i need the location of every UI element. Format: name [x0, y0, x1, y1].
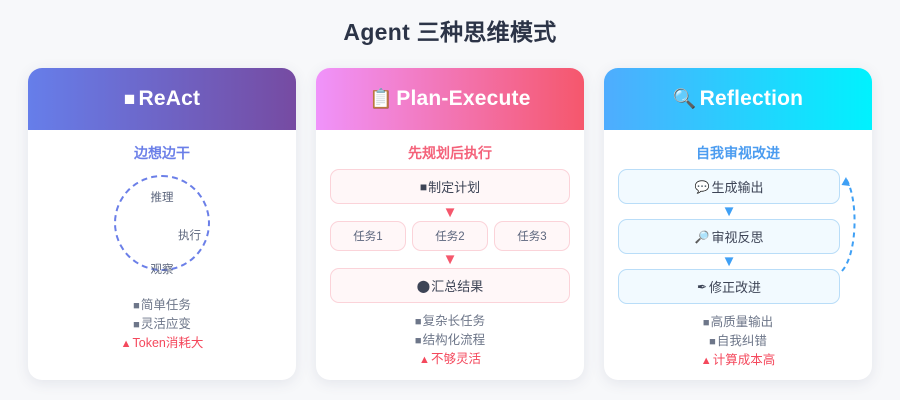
warning-triangle-icon: ▲ — [120, 338, 132, 350]
bullet-text: 复杂长任务 — [422, 314, 486, 328]
check-square-icon: ■ — [709, 336, 716, 348]
task-box: 任务1 — [330, 221, 406, 251]
list-item: ▲不够灵活 — [330, 350, 570, 369]
card-react-subtitle: 边想边干 — [134, 145, 190, 161]
check-square-icon: ■ — [702, 317, 710, 329]
card-reflection-body: 自我审视改进 💬生成输出 ▼ 🔎审视反思 ▼ ✒修正改进 — [604, 130, 872, 380]
loop-label-act: 执行 — [178, 230, 201, 242]
step-box-label: 生成输出 — [711, 180, 764, 195]
step-box-label: 审视反思 — [711, 230, 764, 245]
rounded-square-icon: ■ — [123, 88, 136, 110]
list-item: ■复杂长任务 — [330, 312, 570, 331]
card-react: ■ ReAct 边想边干 推理 执行 观察 ■简单任务 ■灵活应变 ▲Token… — [28, 68, 296, 380]
step-box-review-reflect: 🔎审视反思 — [618, 219, 840, 254]
card-reflection-header: 🔍 Reflection — [604, 68, 872, 130]
card-react-header: ■ ReAct — [28, 68, 296, 130]
magnifier-icon: 🔍 — [672, 88, 697, 110]
warning-triangle-icon: ▲ — [419, 354, 430, 366]
card-plan-execute: 📋 Plan-Execute 先规划后执行 ■制定计划 ▼ 任务1 任务2 任务… — [316, 68, 584, 380]
check-square-icon: ■ — [133, 319, 140, 331]
step-arrow-down-icon: ▼ — [721, 203, 737, 220]
check-square-icon: ■ — [414, 316, 422, 328]
task-box: 任务2 — [412, 221, 488, 251]
flow-box-label: 制定计划 — [428, 180, 481, 195]
flow-arrow-down-icon: ▼ — [442, 251, 458, 268]
dashed-circle-icon — [114, 175, 210, 271]
check-square-icon: ■ — [133, 300, 140, 312]
speech-bubble-icon: 💬 — [694, 179, 710, 194]
react-bullets: ■简单任务 ■灵活应变 ▲Token消耗大 — [42, 296, 282, 353]
plan-flow-diagram: ■制定计划 ▼ 任务1 任务2 任务3 ▼ ⬤汇总结果 — [330, 169, 570, 303]
pencil-icon: ✒ — [696, 279, 708, 294]
step-box-fix-improve: ✒修正改进 — [618, 269, 840, 304]
card-plan-execute-title: Plan-Execute — [396, 87, 531, 110]
step-arrow-down-icon: ▼ — [721, 253, 737, 270]
list-item: ▲计算成本高 — [618, 351, 858, 370]
card-reflection-subtitle: 自我审视改进 — [696, 145, 780, 161]
flow-box-make-plan: ■制定计划 — [330, 169, 570, 204]
magnifier-icon: 🔎 — [694, 229, 710, 244]
plan-bullets: ■复杂长任务 ■结构化流程 ▲不够灵活 — [330, 312, 570, 369]
bullet-text: 简单任务 — [140, 298, 191, 312]
flow-box-label: 汇总结果 — [431, 279, 484, 294]
step-box-label: 修正改进 — [709, 280, 762, 295]
card-reflection: 🔍 Reflection 自我审视改进 💬生成输出 ▼ 🔎审视反思 ▼ — [604, 68, 872, 380]
bullet-text: 计算成本高 — [712, 353, 776, 367]
list-item: ▲Token消耗大 — [42, 334, 282, 353]
bullet-text: 不够灵活 — [430, 352, 481, 366]
warning-triangle-icon: ▲ — [700, 355, 712, 367]
dashed-loop-back-arrow-icon — [841, 177, 856, 272]
reflection-steps-diagram: 💬生成输出 ▼ 🔎审视反思 ▼ ✒修正改进 — [618, 169, 858, 304]
note-icon: ■ — [419, 179, 428, 194]
flow-arrow-down-icon: ▼ — [442, 204, 458, 221]
bullet-text: Token消耗大 — [132, 336, 204, 350]
react-loop-diagram: 推理 执行 观察 — [42, 169, 282, 287]
cards-container: ■ ReAct 边想边干 推理 执行 观察 ■简单任务 ■灵活应变 ▲Token… — [0, 68, 900, 380]
loop-label-observe: 观察 — [150, 264, 174, 276]
step-box-generate-output: 💬生成输出 — [618, 169, 840, 204]
list-item: ■结构化流程 — [330, 331, 570, 350]
flow-box-aggregate-result: ⬤汇总结果 — [330, 268, 570, 303]
card-plan-execute-body: 先规划后执行 ■制定计划 ▼ 任务1 任务2 任务3 ▼ ⬤汇总结果 ■复杂 — [316, 130, 584, 379]
card-plan-execute-subtitle: 先规划后执行 — [408, 145, 492, 161]
bundle-icon: ⬤ — [416, 278, 431, 293]
clipboard-icon: 📋 — [369, 88, 394, 110]
flow-tasks-row: 任务1 任务2 任务3 — [330, 221, 570, 251]
reflection-bullets: ■高质量输出 ■自我纠错 ▲计算成本高 — [618, 313, 858, 370]
bullet-text: 自我纠错 — [716, 334, 767, 348]
loop-label-reason: 推理 — [150, 192, 174, 204]
list-item: ■简单任务 — [42, 296, 282, 315]
list-item: ■高质量输出 — [618, 313, 858, 332]
card-plan-execute-header: 📋 Plan-Execute — [316, 68, 584, 130]
check-square-icon: ■ — [414, 335, 422, 347]
card-reflection-title: Reflection — [699, 87, 804, 110]
bullet-text: 高质量输出 — [710, 315, 774, 329]
card-react-title: ReAct — [138, 87, 201, 110]
bullet-text: 结构化流程 — [422, 333, 486, 347]
card-react-body: 边想边干 推理 执行 观察 ■简单任务 ■灵活应变 ▲Token消耗大 — [28, 130, 296, 363]
list-item: ■灵活应变 — [42, 315, 282, 334]
list-item: ■自我纠错 — [618, 332, 858, 351]
page-title: Agent 三种思维模式 — [343, 19, 557, 45]
bullet-text: 灵活应变 — [140, 317, 191, 331]
task-box: 任务3 — [494, 221, 570, 251]
